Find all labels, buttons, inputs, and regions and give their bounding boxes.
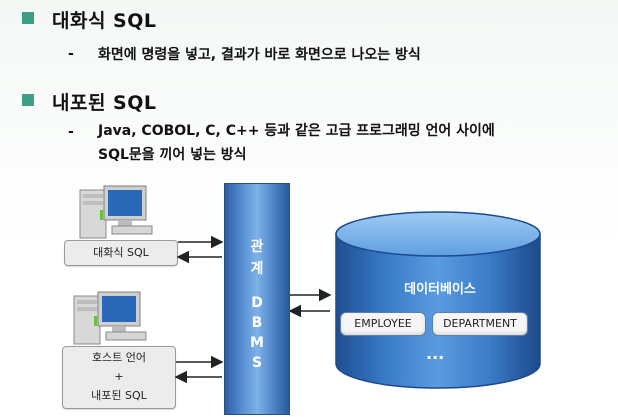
dash-marker: -: [68, 124, 74, 140]
embedded-sql-description-line2: SQL문을 끼어 넣는 방식: [98, 147, 247, 163]
database-label: 데이터베이스: [404, 282, 476, 297]
bullet-square-icon: [22, 94, 34, 106]
bullet-square-icon: [22, 12, 34, 24]
computer-icon: [73, 291, 147, 345]
embedded-sql-client-box: 호스트 언어 + 내포된 SQL: [62, 346, 176, 409]
dbms-letter-s: S: [251, 355, 263, 371]
dbms-char-1: 관: [250, 239, 264, 255]
embedded-sql-description-line1: Java, COBOL, C, C++ 등과 같은 고급 프로그래밍 언어 사이…: [98, 123, 495, 139]
dbms-char-2: 계: [250, 261, 264, 277]
plus-label: +: [114, 370, 124, 383]
dbms-letter-d: D: [251, 295, 263, 311]
more-tables-ellipsis: ...: [426, 344, 445, 363]
interactive-sql-description: 화면에 명령을 넣고, 결과가 바로 화면으로 나오는 방식: [98, 47, 421, 63]
heading-interactive-sql: 대화식 SQL: [52, 10, 157, 32]
computer-icon: [79, 185, 153, 239]
database-cylinder-icon: [335, 211, 541, 389]
table-employee: EMPLOYEE: [340, 312, 426, 336]
dash-marker: -: [68, 46, 74, 62]
interactive-sql-client-label: 대화식 SQL: [93, 246, 149, 259]
embedded-sql-client-label: 내포된 SQL: [91, 389, 147, 402]
table-department: DEPARTMENT: [432, 312, 528, 336]
relational-dbms: 관 계 D B M S: [224, 183, 290, 415]
dbms-letter-b: B: [251, 315, 263, 331]
host-language-label: 호스트 언어: [91, 351, 147, 364]
dbms-letter-m: M: [250, 335, 264, 351]
heading-embedded-sql: 내포된 SQL: [52, 92, 157, 114]
